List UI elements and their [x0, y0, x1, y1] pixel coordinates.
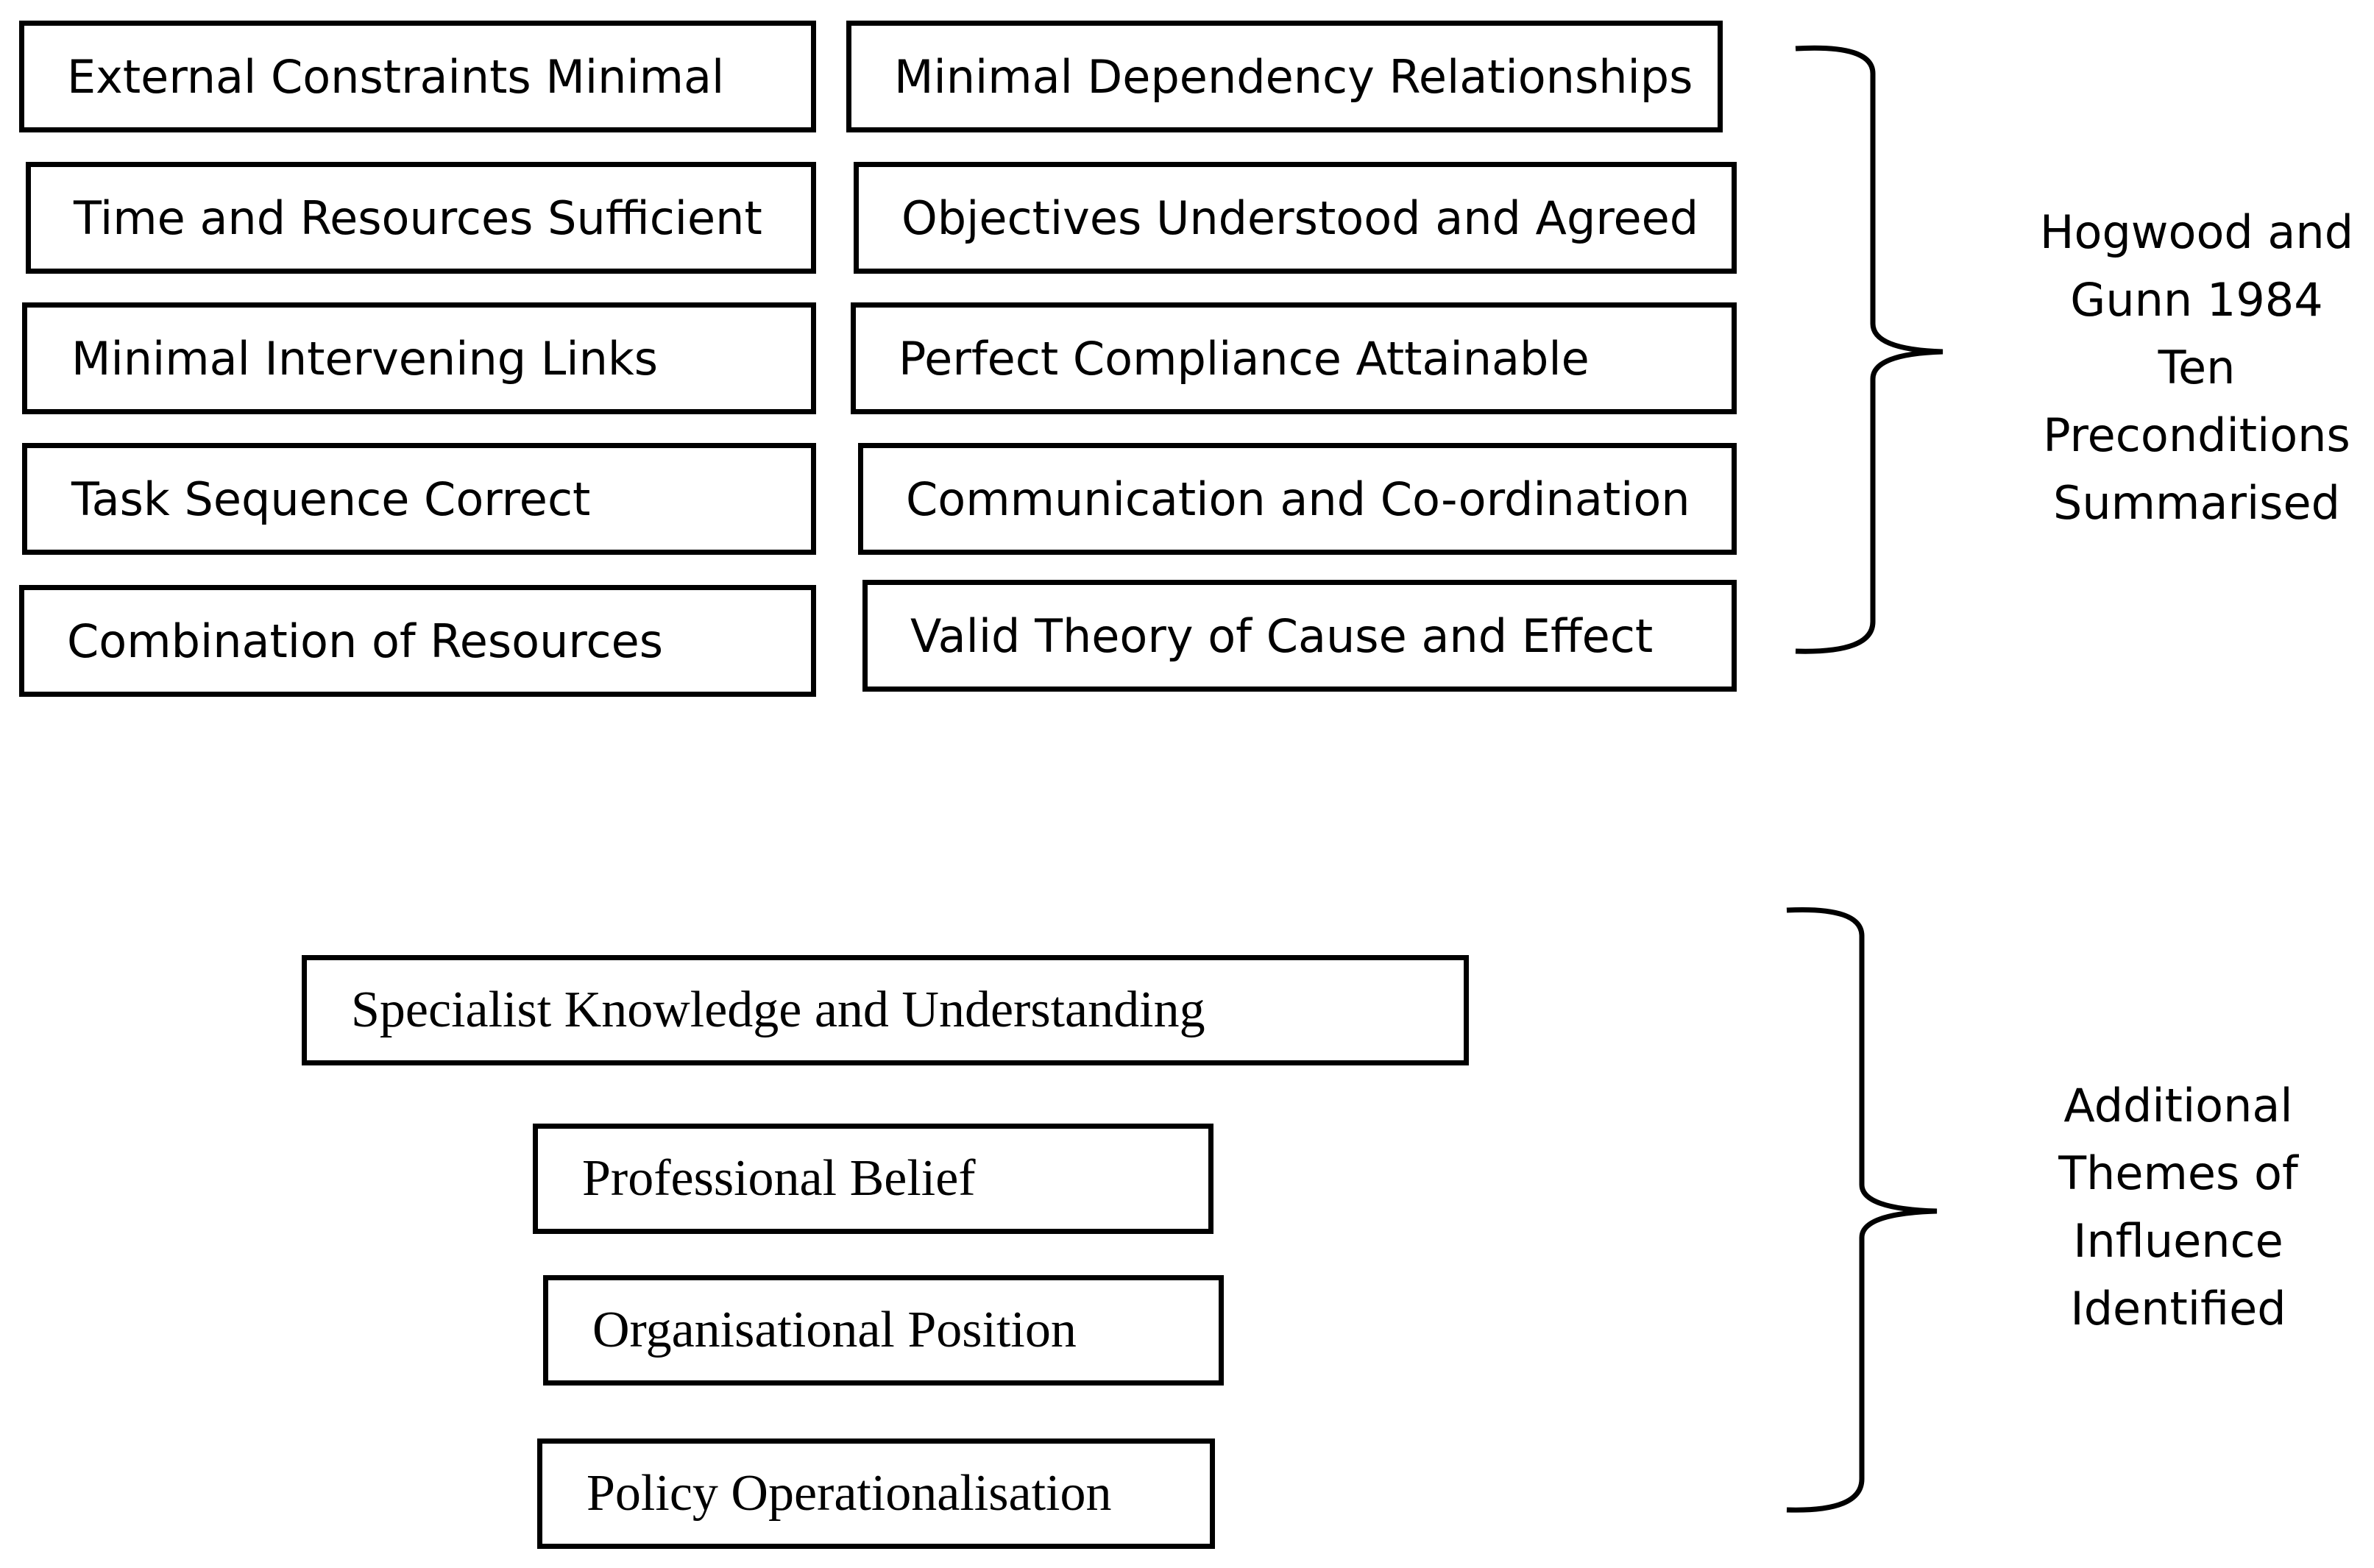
precondition-text: Combination of Resources — [67, 614, 664, 668]
precondition-box: Combination of Resources — [19, 585, 816, 697]
theme-box: Organisational Position — [543, 1275, 1224, 1386]
precondition-text: Task Sequence Correct — [71, 472, 591, 526]
precondition-text: Objectives Understood and Agreed — [901, 191, 1699, 245]
theme-text: Organisational Position — [592, 1302, 1077, 1358]
precondition-box: Minimal Dependency Relationships — [846, 21, 1723, 132]
precondition-text: Time and Resources Sufficient — [74, 191, 762, 245]
precondition-box: Minimal Intervening Links — [22, 302, 816, 414]
precondition-box: Time and Resources Sufficient — [26, 162, 816, 274]
theme-text: Professional Belief — [582, 1150, 976, 1207]
precondition-box: Objectives Understood and Agreed — [854, 162, 1737, 274]
themes-label: Additional Themes of Influence Identifie… — [2058, 1079, 2298, 1335]
preconditions-label: Hogwood and Gunn 1984 Ten Preconditions … — [2039, 205, 2354, 530]
precondition-box: Task Sequence Correct — [22, 443, 816, 555]
precondition-text: External Constraints Minimal — [67, 49, 725, 104]
theme-text: Policy Operationalisation — [587, 1465, 1112, 1522]
theme-box: Policy Operationalisation — [537, 1438, 1215, 1549]
precondition-box: Perfect Compliance Attainable — [851, 302, 1737, 414]
precondition-text: Perfect Compliance Attainable — [899, 331, 1590, 386]
precondition-text: Minimal Intervening Links — [71, 331, 659, 386]
precondition-text: Minimal Dependency Relationships — [894, 49, 1693, 104]
precondition-box: Valid Theory of Cause and Effect — [862, 580, 1737, 692]
theme-box: Specialist Knowledge and Understanding — [302, 955, 1469, 1065]
precondition-text: Valid Theory of Cause and Effect — [910, 609, 1654, 663]
precondition-box: Communication and Co-ordination — [858, 443, 1737, 555]
theme-box: Professional Belief — [533, 1124, 1213, 1234]
theme-text: Specialist Knowledge and Understanding — [351, 982, 1205, 1038]
precondition-box: External Constraints Minimal — [19, 21, 816, 132]
precondition-text: Communication and Co-ordination — [906, 472, 1690, 526]
